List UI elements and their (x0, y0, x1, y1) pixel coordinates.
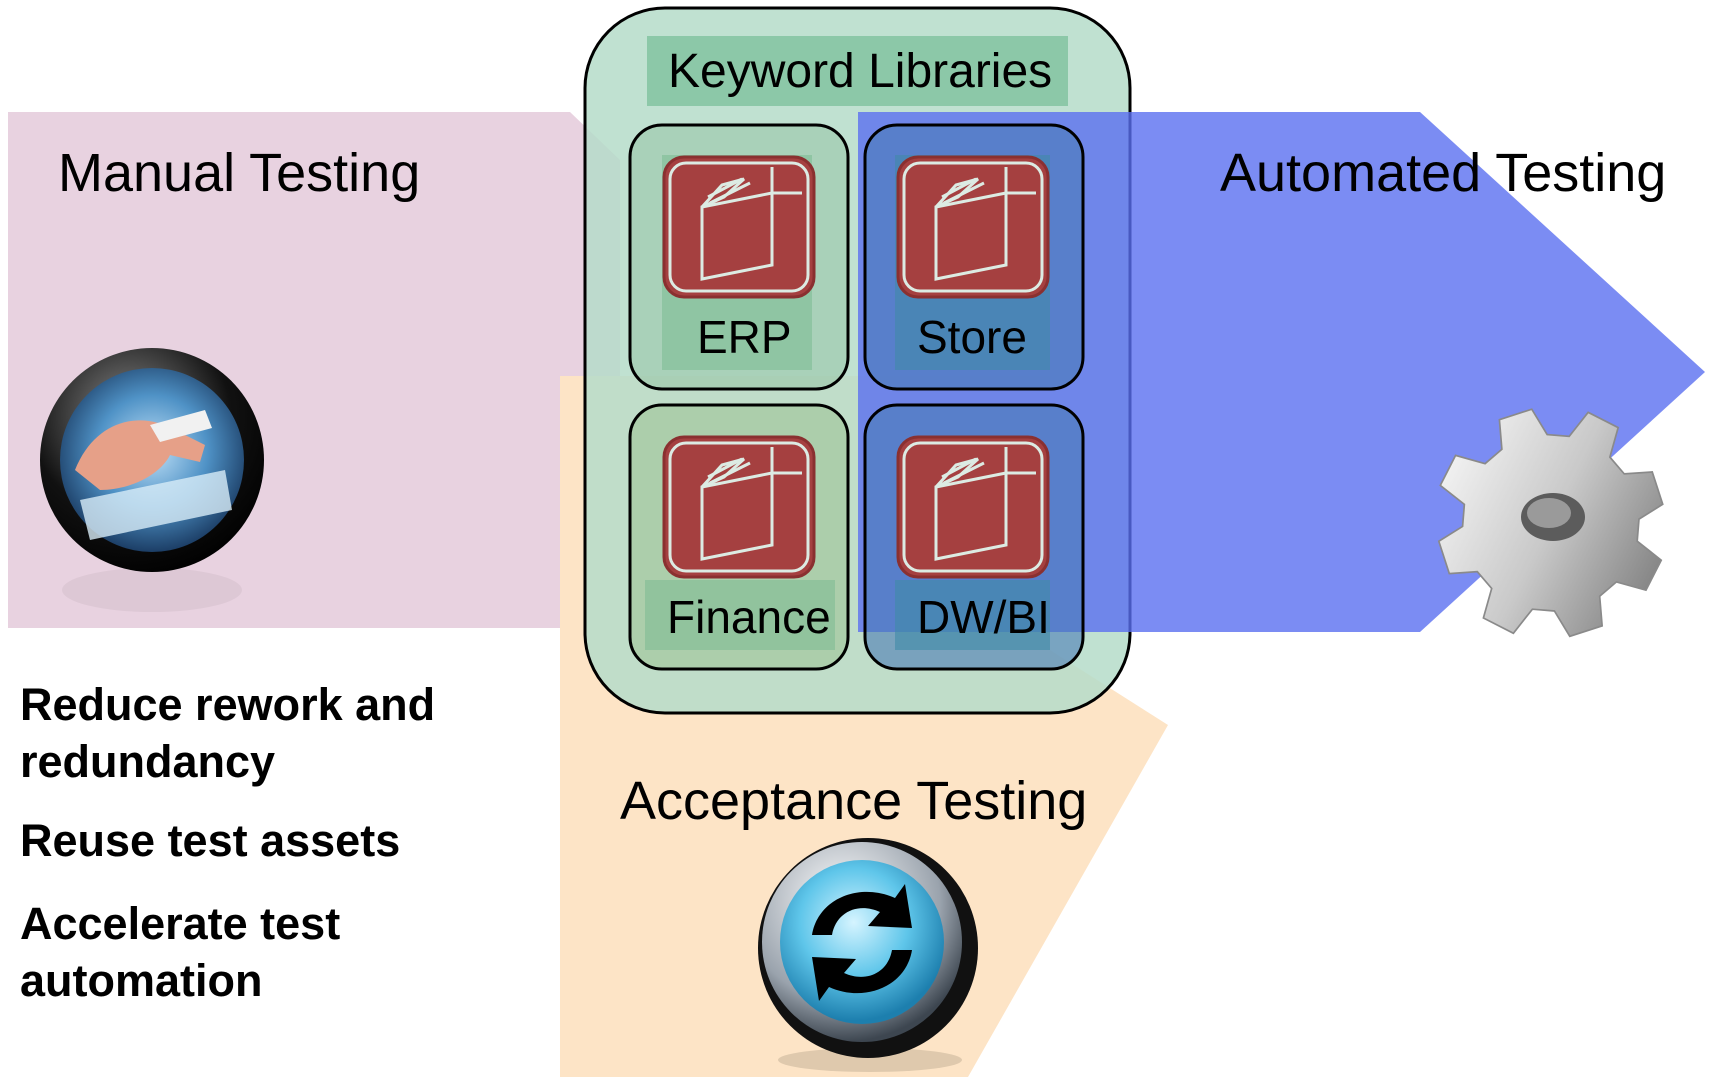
gear-icon (1437, 408, 1664, 638)
book-icon (662, 155, 816, 299)
book-icon (896, 435, 1050, 579)
book-icon (662, 435, 816, 579)
library-label-store: Store (917, 311, 1027, 363)
keyword-libraries-title: Keyword Libraries (668, 45, 1053, 98)
benefit-reuse-assets: Reuse test assets (20, 815, 401, 866)
refresh-arrows-icon (758, 838, 978, 1072)
automated-testing-title: Automated Testing (1220, 143, 1667, 203)
library-label-erp: ERP (697, 311, 792, 363)
library-label-dwbi: DW/BI (917, 591, 1050, 643)
benefit-reduce-rework: Reduce rework and redundancy (20, 679, 436, 787)
book-icon (896, 155, 1050, 299)
hand-on-keyboard-icon (40, 348, 264, 612)
benefit-accelerate-automation: Accelerate test automation (20, 898, 341, 1006)
library-label-finance: Finance (667, 591, 831, 643)
keyword-libraries-title-strip (647, 36, 1068, 106)
acceptance-testing-title: Acceptance Testing (620, 771, 1088, 831)
manual-testing-title: Manual Testing (58, 143, 421, 203)
